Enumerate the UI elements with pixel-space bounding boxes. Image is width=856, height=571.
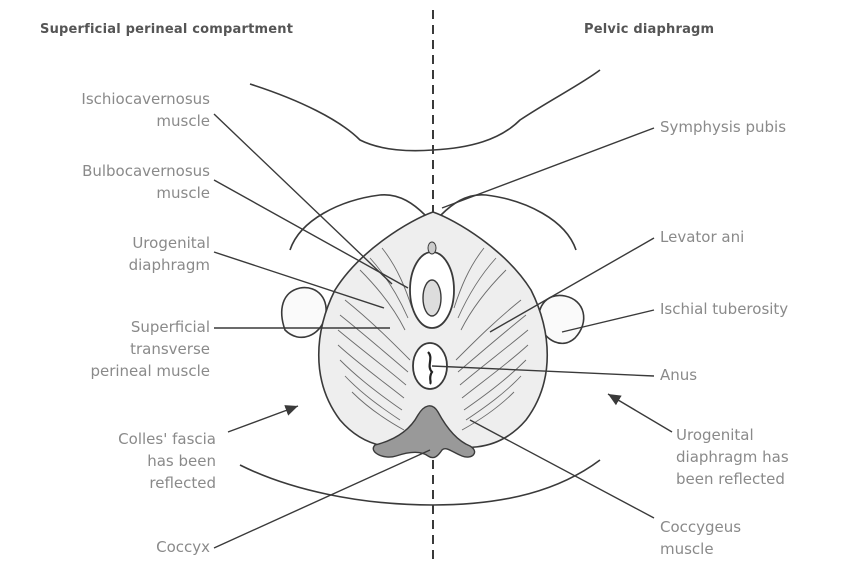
body-outline-lower [240,460,600,505]
arrow-colles-fascia [228,406,298,432]
label-ischiocavernosus: Ischiocavernosus muscle [14,88,210,132]
label-anus: Anus [660,364,697,386]
label-coccyx: Coccyx [14,536,210,558]
leader-coccygeus [470,420,654,518]
label-urogenital-diaphragm: Urogenital diaphragm [14,232,210,276]
arrow-urogenital-reflected [608,394,672,432]
label-bulbocavernosus: Bulbocavernosus muscle [14,160,210,204]
label-ischial-tuberosity: Ischial tuberosity [660,298,788,320]
label-coccygeus: Coccygeus muscle [660,516,741,560]
leader-ischiocavernosus [214,114,392,284]
header-pelvic-diaphragm: Pelvic diaphragm [584,22,714,37]
leader-coccyx [214,450,430,548]
label-symphysis-pubis: Symphysis pubis [660,116,786,138]
leader-bulbocavernosus [214,180,408,288]
leader-symphysis-pubis [442,128,654,208]
header-superficial-compartment: Superficial perineal compartment [40,22,293,37]
label-superficial-transverse-perineal: Superficial transverse perineal muscle [14,316,210,382]
label-urogenital-diaphragm-reflected: Urogenital diaphragm has been reflected [676,424,789,490]
vaginal-orifice [423,280,441,316]
label-levator-ani: Levator ani [660,226,744,248]
label-colles-fascia: Colles' fascia has been reflected [14,428,216,494]
ischial-shape-left [282,288,326,338]
body-outline-upper [250,70,600,151]
urethral-orifice [428,242,436,254]
